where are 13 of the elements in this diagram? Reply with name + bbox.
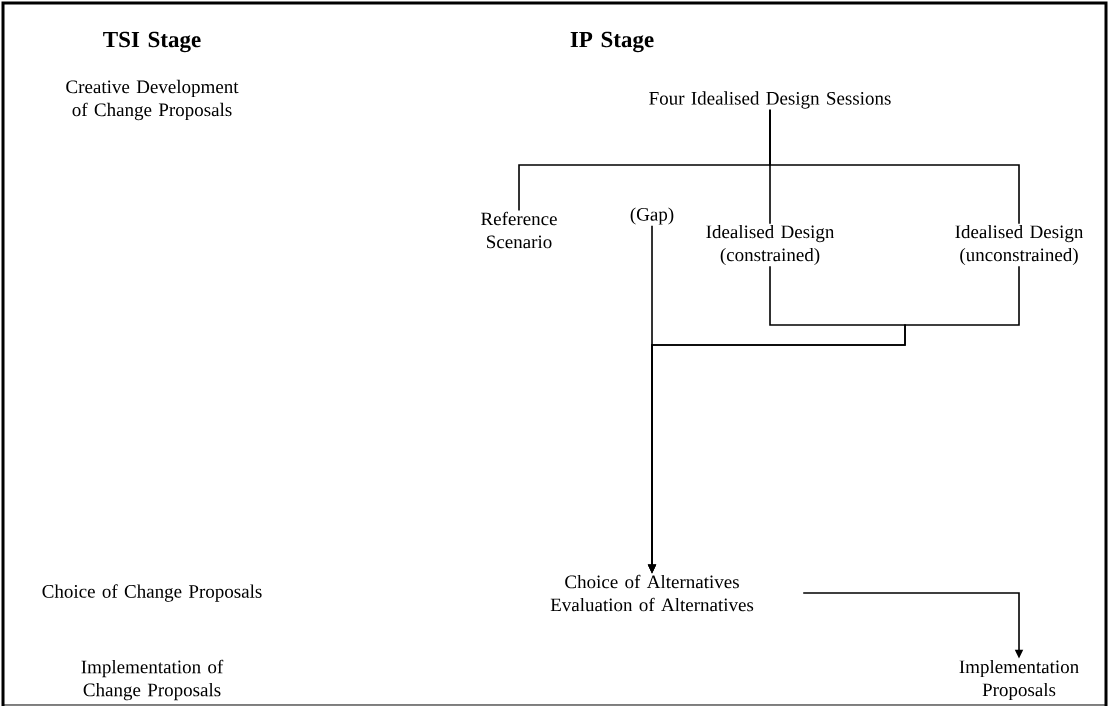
node-text: (Gap) bbox=[630, 207, 674, 225]
node-text: Implementation Proposals bbox=[959, 659, 1079, 701]
connector bbox=[769, 109, 1020, 225]
column-heading: IP Stage bbox=[570, 31, 654, 53]
node-text: Idealised Design (constrained) bbox=[706, 224, 835, 266]
node-text: Idealised Design (unconstrained) bbox=[955, 224, 1084, 266]
stage-label: Implementation of Change Proposals bbox=[81, 659, 224, 701]
column-heading: TSI Stage bbox=[103, 31, 201, 53]
stage-label: Choice of Change Proposals bbox=[42, 584, 262, 602]
node-text: Choice of Alternatives Evaluation of Alternatives bbox=[550, 574, 754, 612]
node-text: Reference Scenario bbox=[481, 211, 557, 249]
stage-label: Creative Development of Change Proposals bbox=[66, 79, 239, 121]
node-text: Four Idealised Design Sessions bbox=[649, 91, 891, 109]
